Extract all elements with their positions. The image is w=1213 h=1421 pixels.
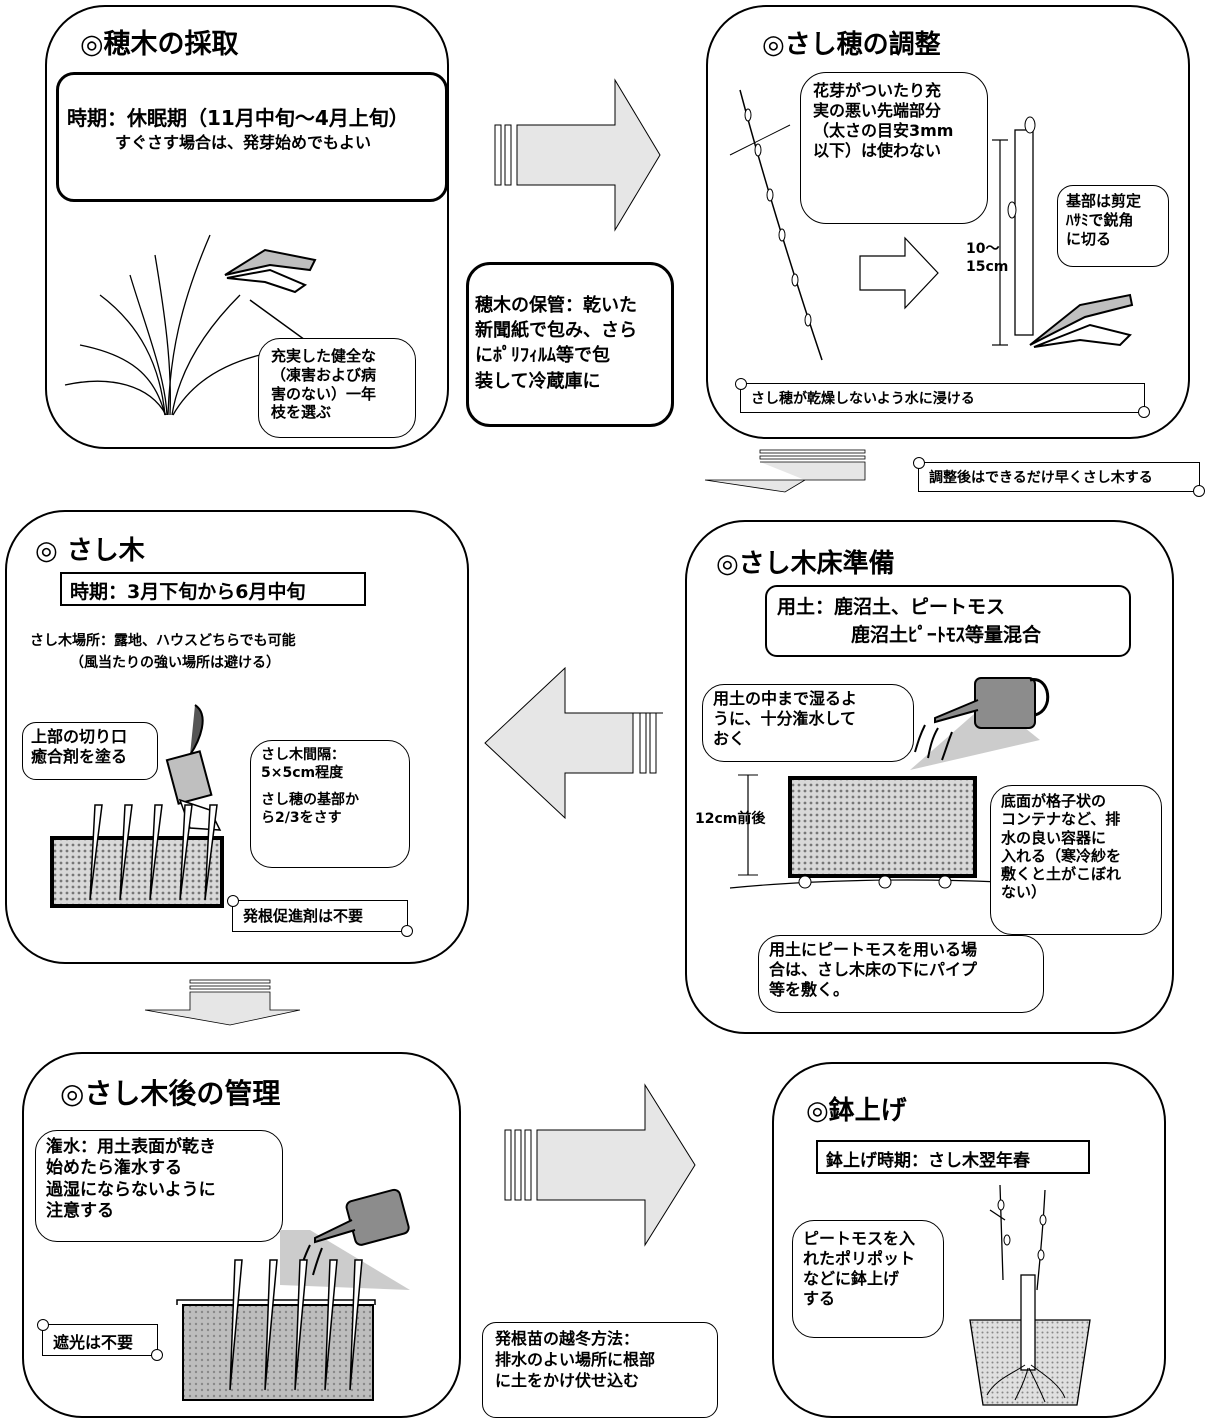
cutting-period-box: 時期：3月下旬から6月中旬 <box>60 572 366 606</box>
pipe-note: 用土にピートモスを用いる場 合は、さし木床の下にパイプ 等を敷く。 <box>758 935 1044 1013</box>
potting-period-box: 鉢上げ時期：さし木翌年春 <box>816 1140 1090 1174</box>
branch-illustration <box>64 234 261 416</box>
after-care-container <box>176 1259 376 1401</box>
tip-note: 花芽がついたり充 実の悪い先端部分 （太さの目安3mm 以下）は使わない <box>800 72 988 224</box>
after-care-title: ◎さし木後の管理 <box>60 1077 281 1110</box>
rooting-note: 発根促進剤は不要 <box>227 895 413 937</box>
water-soak-note: さし穂が乾燥しないよう水に浸ける <box>735 378 1150 418</box>
spacing-note: さし木間隔： 5×5cm程度 さし穂の基部か ら2/3をさす <box>250 740 410 868</box>
soil-line-1: 用土：鹿沼土、ピートモス <box>777 596 1006 618</box>
depth-label: 12cm前後 <box>695 811 766 827</box>
adjust-title: ◎さし穂の調整 <box>762 30 941 60</box>
place-line-2: （風当たりの強い場所は避ける） <box>70 655 280 671</box>
arrow-left <box>484 666 663 820</box>
potting-note: ピートモスを入 れたポリポット などに鉢上げ する <box>792 1220 944 1338</box>
soil-box: 用土：鹿沼土、ピートモス 鹿沼土ﾋﾟｰﾄﾓｽ等量混合 <box>765 585 1131 657</box>
harvest-period-main: 時期：休眠期（11月中旬～4月上旬） <box>67 106 409 130</box>
arrow-right-2 <box>504 1083 696 1247</box>
bed-title: ◎さし木床準備 <box>716 549 895 579</box>
arrow-down-1 <box>704 449 866 493</box>
cutting-title: ◎ さし木 <box>35 536 145 566</box>
harvest-title: ◎穂木の採取 <box>80 29 239 60</box>
bed-container <box>729 774 1001 889</box>
scion-branch <box>729 89 823 361</box>
pruning-shears-icon <box>224 248 317 294</box>
cut-note: 基部は剪定 ﾊｻﾐで鋭角 に切る <box>1057 185 1169 267</box>
arrow-right-1 <box>494 78 661 232</box>
arrow-down-2 <box>144 979 301 1026</box>
arrow-small-right <box>859 236 939 310</box>
prepared-cutting <box>992 116 1036 346</box>
harvest-period-box: 時期：休眠期（11月中旬～4月上旬） すぐさす場合は、発芽始めでもよい <box>56 72 448 202</box>
length-label: 10～ 15cm <box>966 241 1009 276</box>
potted-seedling <box>969 1184 1091 1406</box>
shears-icon-2 <box>1029 293 1134 348</box>
shade-note: 遮光は不要 <box>37 1319 163 1361</box>
potting-title: ◎鉢上げ <box>806 1096 907 1126</box>
winter-box: 発根苗の越冬方法： 排水のよい場所に根部 に土をかけ伏せ込む <box>482 1322 718 1418</box>
bed-water-note: 用土の中まで湿るよ うに、十分潅水して おく <box>702 684 914 762</box>
select-note: 充実した健全な （凍害および病 害のない）一年 枝を選ぶ <box>258 338 416 438</box>
container-note: 底面が格子状の コンテナなど、排 水の良い容器に 入れる（寒冷紗を 敷くと土がこ… <box>990 785 1162 935</box>
place-line-1: さし木場所：露地、ハウスどちらでも可能 <box>30 633 296 649</box>
soil-line-2: 鹿沼土ﾋﾟｰﾄﾓｽ等量混合 <box>851 624 1042 646</box>
watering-can-icon-2 <box>280 1188 410 1290</box>
cut-top-note: 上部の切り口 癒合剤を塗る <box>22 722 158 780</box>
after-water-note: 潅水：用土表面が乾き 始めたら潅水する 過湿にならないように 注意する <box>35 1130 283 1242</box>
harvest-period-sub: すぐさす場合は、発芽始めでもよい <box>115 133 372 152</box>
adjust-after-note: 調整後はできるだけ早くさし木する <box>913 457 1205 497</box>
cutting-container <box>50 804 224 908</box>
watering-can-icon <box>910 677 1050 770</box>
storage-box: 穂木の保管：乾いた 新聞紙で包み、さら にﾎﾟﾘﾌｨﾙﾑ等で包 装して冷蔵庫に <box>466 262 674 427</box>
